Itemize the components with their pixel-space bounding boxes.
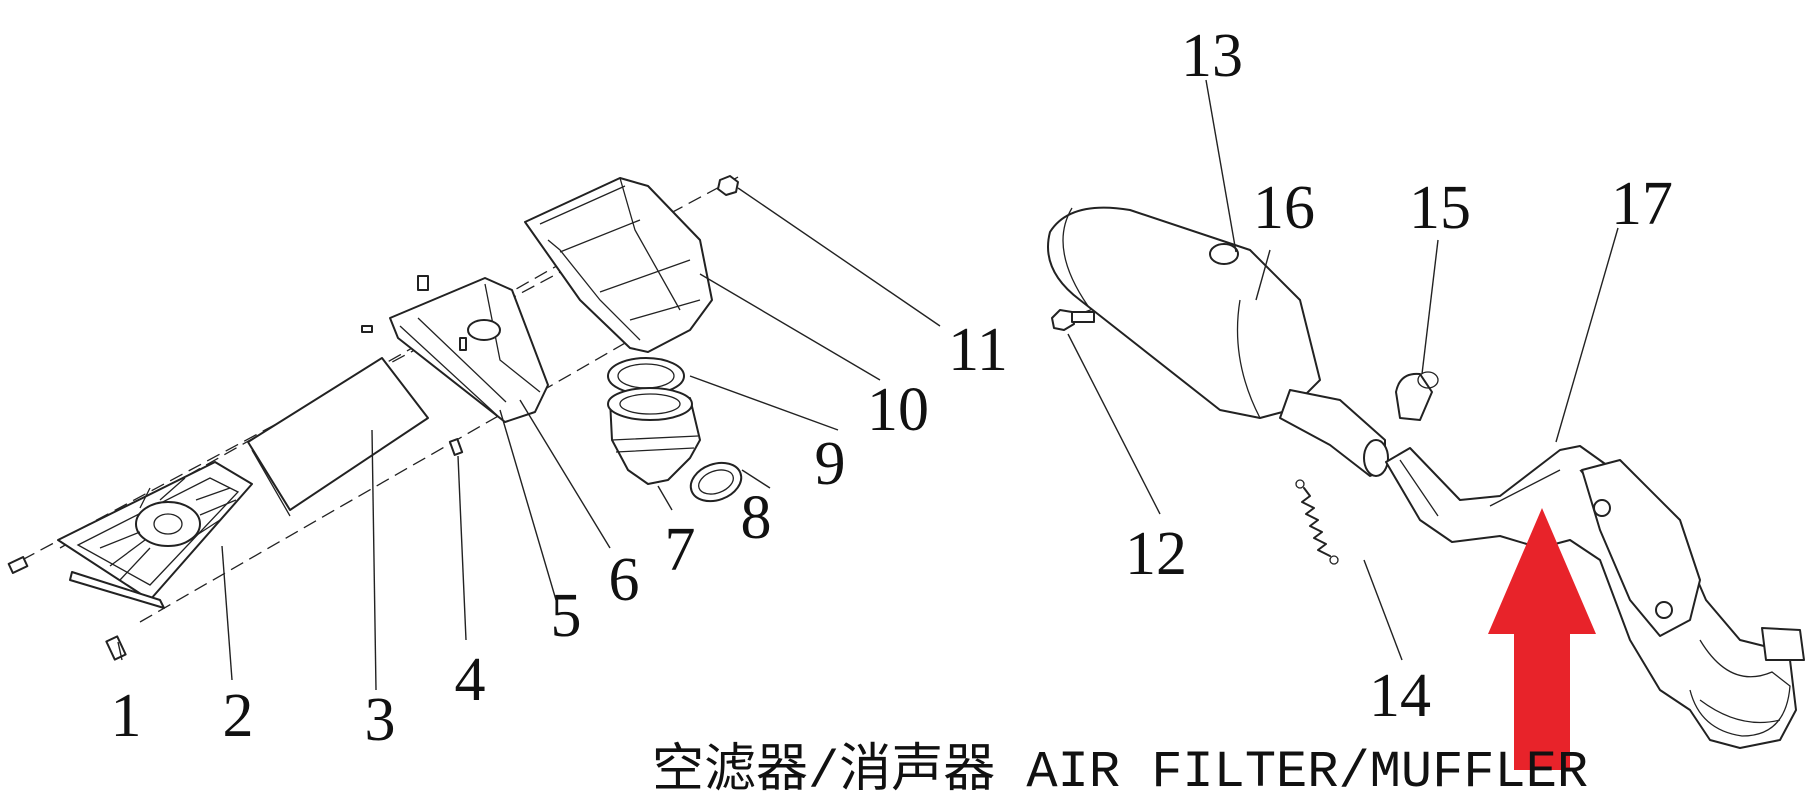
part-12-bolt (1051, 309, 1095, 331)
part-5-6-filter-box (389, 275, 549, 423)
callout-6: 6 (609, 546, 640, 614)
callout-10: 10 (867, 376, 929, 444)
callout-16: 16 (1253, 174, 1315, 242)
callout-5: 5 (551, 582, 582, 650)
part-4-screw (448, 438, 464, 456)
part-15-clamp (1395, 371, 1439, 421)
callout-12: 12 (1125, 520, 1187, 588)
callout-1: 1 (111, 682, 142, 750)
silencer-outlet-pipe (1279, 389, 1389, 477)
part-14-spring (1295, 479, 1339, 565)
part-3-filter-element (247, 357, 429, 517)
callout-11: 11 (948, 316, 1008, 384)
callout-4: 4 (455, 646, 486, 714)
air-filter-assembly (7, 175, 941, 691)
part-8-hose-clamp (689, 461, 743, 503)
callout-2: 2 (223, 682, 254, 750)
callout-9: 9 (815, 430, 846, 498)
part-2-grille-cover (57, 461, 253, 609)
part-9-joint-ring (607, 357, 685, 395)
callout-3: 3 (365, 686, 396, 754)
part-7-rubber-hose (607, 387, 701, 485)
callout-8: 8 (741, 484, 772, 552)
muffler-assembly (1047, 79, 1805, 749)
part-11-nut (717, 175, 739, 196)
part-10-air-duct (524, 177, 713, 353)
callout-17: 17 (1611, 170, 1673, 238)
callout-13: 13 (1181, 22, 1243, 90)
part-17-header-pipe (1385, 445, 1805, 749)
diagram-title: 空滤器/消声器 AIR FILTER/MUFFLER (652, 741, 1588, 802)
callout-14: 14 (1369, 662, 1431, 730)
callout-15: 15 (1409, 174, 1471, 242)
callout-numbers: 1 2 3 4 5 6 7 8 9 10 11 12 13 14 15 16 1… (111, 22, 1674, 754)
callout-7: 7 (665, 516, 696, 584)
up-arrow-icon (1488, 508, 1596, 770)
